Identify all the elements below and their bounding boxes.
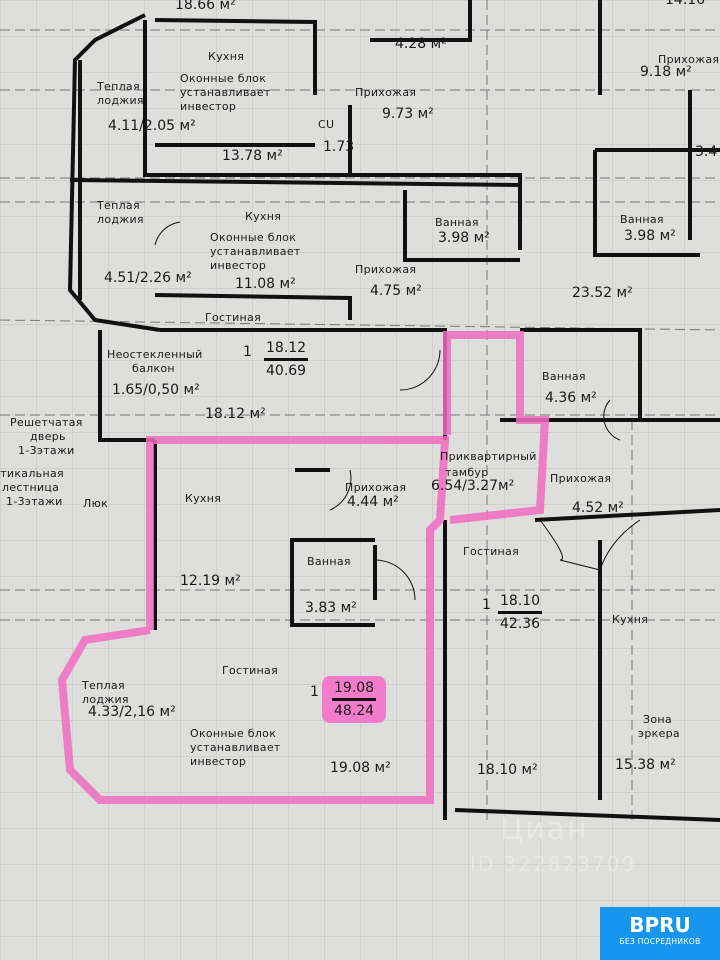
area-label: 3.4 (695, 144, 718, 160)
bpru-tagline: БЕЗ ПОСРЕДНИКОВ (619, 937, 701, 946)
bay-window-label: эркера (638, 727, 680, 740)
bathroom-area: 4.36 м² (545, 390, 597, 406)
area-fraction: 18.10 42.36 (498, 591, 543, 634)
balcony-area: 1.65/0,50 м² (112, 382, 200, 398)
window-note-line: инвестор (190, 755, 247, 768)
balcony-label: Неостекленный (107, 348, 203, 361)
living-room-label: Гостиная (222, 664, 278, 677)
room-count: 1 (243, 344, 252, 360)
bathroom-label: Ванная (307, 555, 351, 568)
hall-area: 4.52 м² (572, 500, 624, 516)
kitchen-area: 15.38 м² (615, 757, 676, 773)
loggia-area: 4.11/2.05 м² (108, 118, 196, 134)
room-area: 23.52 м² (572, 285, 633, 301)
vestibule-label: тамбур (445, 466, 489, 479)
kitchen-area: 12.19 м² (180, 573, 241, 589)
balcony-label: балкон (132, 362, 175, 375)
loggia-label: Теплая (82, 679, 125, 692)
loggia-label: лоджия (82, 693, 129, 706)
hall-label: Прихожая (345, 481, 407, 494)
total-area: 42.36 (500, 616, 541, 632)
wc-area: 1.73 (323, 139, 355, 155)
grille-door-label: Решетчатая (10, 416, 83, 429)
loggia-area: 4.51/2.26 м² (104, 270, 192, 286)
window-note-line: инвестор (180, 100, 237, 113)
hall-label: Прихожая (658, 53, 720, 66)
hall-label: Прихожая (550, 472, 612, 485)
living-area-label: 19.08 м² (330, 760, 391, 776)
living-area-label: 18.12 м² (205, 406, 266, 422)
living-area: 18.10 (498, 591, 543, 614)
area-fraction: 18.12 40.69 (264, 338, 309, 381)
hatch-label: Люк (83, 497, 109, 510)
kitchen-label: Кухня (245, 210, 282, 223)
hall-area: 4.75 м² (370, 283, 422, 299)
ladder-label: лестница (2, 481, 60, 494)
area-fraction-highlighted: 19.08 48.24 (322, 676, 387, 723)
bathroom-area: 3.83 м² (305, 600, 357, 616)
bay-window-label: Зона (643, 713, 672, 726)
living-room-label: Гостиная (463, 545, 519, 558)
vestibule-area: 6.54/3.27м² (431, 478, 515, 494)
window-note-line: Оконные блок (180, 72, 267, 85)
living-room-label: Гостиная (205, 311, 261, 324)
bpru-badge[interactable]: BPRU БЕЗ ПОСРЕДНИКОВ (600, 907, 720, 960)
kitchen-area: 13.78 м² (222, 148, 283, 164)
window-note-line: устанавливает (210, 245, 301, 258)
bathroom-label: Ванная (435, 216, 479, 229)
window-note-line: Оконные блок (210, 231, 297, 244)
wc-label: СU (318, 118, 335, 131)
watermark-id: ID 322823709 (470, 852, 637, 876)
loggia-label: Теплая (97, 199, 140, 212)
kitchen-area: 11.08 м² (235, 276, 296, 292)
grille-door-label: дверь (30, 430, 66, 443)
kitchen-label: Кухня (612, 613, 649, 626)
bathroom-area: 4.28 м² (395, 36, 447, 52)
vestibule-label: Приквартирный (440, 450, 537, 463)
loggia-label: лоджия (97, 213, 144, 226)
window-note-line: устанавливает (180, 86, 271, 99)
window-note-line: Оконные блок (190, 727, 277, 740)
bathroom-area: 3.98 м² (624, 228, 676, 244)
kitchen-label: Кухня (208, 50, 245, 63)
ladder-label: 1-3этажи (6, 495, 63, 508)
living-area: 18.12 (264, 338, 309, 361)
bathroom-area: 3.98 м² (438, 230, 490, 246)
total-area: 40.69 (266, 363, 307, 379)
area-label: 18.66 м² (175, 0, 236, 13)
bpru-logo: BPRU (629, 913, 691, 937)
hall-area: 9.18 м² (640, 64, 692, 80)
hall-label: Прихожая (355, 263, 417, 276)
total-area: 48.24 (334, 703, 375, 719)
watermark-brand: Циан (500, 812, 589, 847)
area-label: 14.16 (665, 0, 706, 8)
hall-area: 4.44 м² (347, 494, 399, 510)
window-note-line: устанавливает (190, 741, 281, 754)
loggia-area: 4.33/2,16 м² (88, 704, 176, 720)
loggia-label: лоджия (97, 94, 144, 107)
hall-label: Прихожая (355, 86, 417, 99)
kitchen-label: Кухня (185, 492, 222, 505)
room-count: 1 (482, 597, 491, 613)
living-area-label: 18.10 м² (477, 762, 538, 778)
hall-area: 9.73 м² (382, 106, 434, 122)
grille-door-label: 1-3этажи (18, 444, 75, 457)
bathroom-label: Ванная (542, 370, 586, 383)
loggia-label: Теплая (97, 80, 140, 93)
ladder-label: Вертикальная (0, 467, 64, 480)
bathroom-label: Ванная (620, 213, 664, 226)
room-count: 1 (310, 684, 319, 700)
window-note-line: инвестор (210, 259, 267, 272)
living-area: 19.08 (332, 678, 377, 701)
